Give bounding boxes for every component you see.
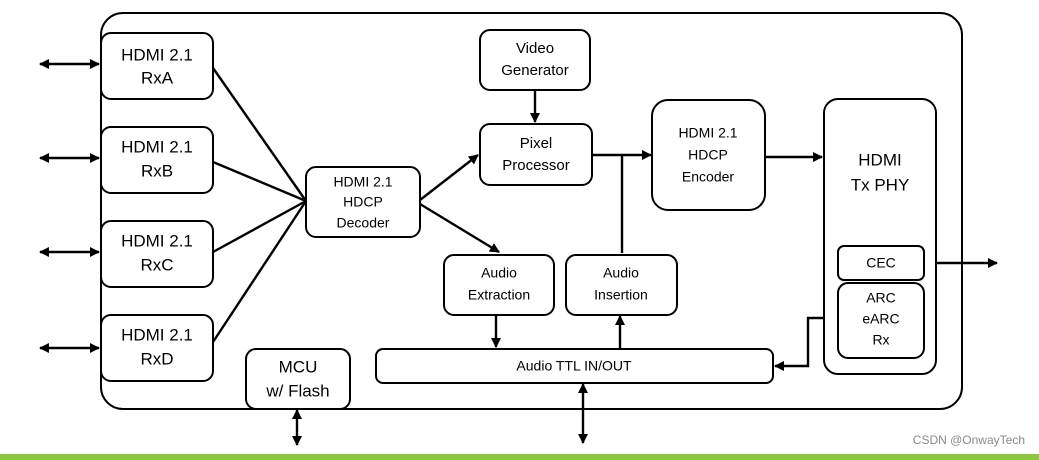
audio-insertion-line1: Audio [603, 265, 639, 281]
rxb-line2: RxB [141, 161, 173, 180]
arc-line2: eARC [862, 311, 899, 327]
audio-insertion-block: Audio Insertion [565, 254, 678, 316]
hdmi-rxd-block: HDMI 2.1 RxD [100, 314, 214, 382]
rxc-to-decoder [212, 199, 307, 254]
audio-ttl-label: Audio TTL IN/OUT [516, 358, 632, 374]
pixel-processor-block: Pixel Processor [479, 123, 593, 186]
arc-to-audio-ttl [774, 316, 836, 371]
arc-line1: ARC [866, 290, 896, 306]
mcu-line2: w/ Flash [265, 381, 329, 400]
hdcp-encoder-block: HDMI 2.1 HDCP Encoder [651, 99, 766, 211]
tx-phy-line1: HDMI [858, 150, 901, 169]
audio-extraction-line1: Audio [481, 265, 517, 281]
encoder-line1: HDMI 2.1 [678, 125, 737, 141]
mcu-line1: MCU [279, 357, 318, 376]
rxc-line2: RxC [140, 255, 173, 274]
hdmi-rxb-block: HDMI 2.1 RxB [100, 126, 214, 194]
rxa-line2: RxA [141, 68, 174, 87]
rxd-to-decoder [211, 200, 308, 343]
encoder-line3: Encoder [682, 169, 734, 185]
video-generator-line1: Video [516, 40, 554, 57]
audio-insertion-line2: Insertion [594, 287, 648, 303]
audio-extraction-block: Audio Extraction [443, 254, 555, 316]
video-generator-block: Video Generator [479, 29, 591, 91]
video-generator-line2: Generator [501, 62, 569, 79]
connections [39, 59, 998, 446]
hdmi-rxc-block: HDMI 2.1 RxC [100, 220, 214, 288]
tx-phy-line2: Tx PHY [851, 175, 910, 194]
decoder-line1: HDMI 2.1 [333, 174, 392, 190]
encoder-line2: HDCP [688, 147, 728, 163]
audio-extraction-line2: Extraction [468, 287, 530, 303]
pixel-processor-line2: Processor [502, 157, 570, 174]
cec-block: CEC [837, 245, 925, 281]
arc-line3: Rx [872, 332, 889, 348]
rxd-line1: HDMI 2.1 [121, 325, 193, 344]
cec-label: CEC [866, 255, 896, 271]
bottom-accent-bar [0, 454, 1039, 460]
decoder-line3: Decoder [337, 215, 390, 231]
rxd-line2: RxD [140, 349, 173, 368]
pixel-processor-line1: Pixel [520, 135, 553, 152]
rxa-to-decoder [212, 67, 307, 202]
csdn-watermark: CSDN @OnwayTech [912, 433, 1025, 447]
decoder-line2: HDCP [343, 194, 383, 210]
rxc-line1: HDMI 2.1 [121, 231, 193, 250]
hdmi-rxa-block: HDMI 2.1 RxA [100, 32, 214, 100]
audio-ttl-block: Audio TTL IN/OUT [375, 348, 774, 384]
arc-earc-rx-block: ARC eARC Rx [837, 282, 925, 359]
rxb-to-decoder [212, 160, 307, 203]
rxb-line1: HDMI 2.1 [121, 137, 193, 156]
decoder-to-audio-extraction [419, 202, 500, 254]
rxa-line1: HDMI 2.1 [121, 45, 193, 64]
mcu-block: MCU w/ Flash [245, 348, 351, 410]
decoder-to-pixel-processor [419, 154, 479, 201]
hdcp-decoder-block: HDMI 2.1 HDCP Decoder [305, 166, 421, 238]
